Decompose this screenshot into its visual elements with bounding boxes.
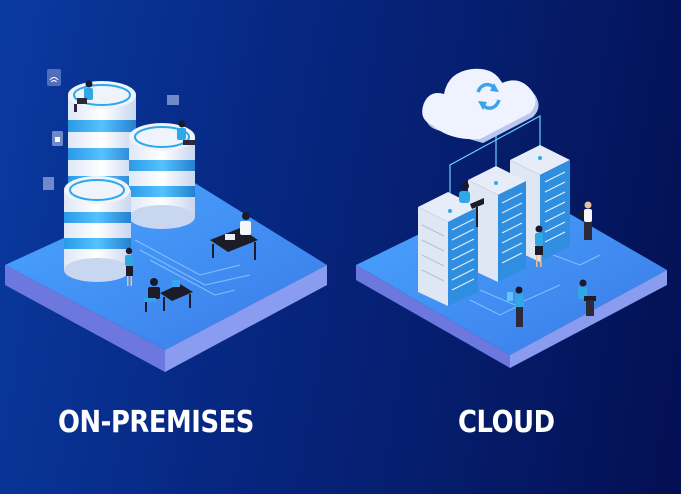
person-sitting-laptop-icon — [578, 279, 596, 316]
person-at-desk-icon — [210, 212, 258, 260]
cloud-label: CLOUD — [458, 405, 555, 440]
lock-icon — [52, 131, 63, 146]
wifi-icon — [47, 69, 61, 86]
on-premises-scene — [5, 69, 327, 372]
person-standing-icon — [125, 247, 133, 286]
person-sitting-laptop-icon — [74, 80, 93, 112]
person-sitting-laptop-icon — [177, 120, 195, 145]
on-premises-label: ON-PREMISES — [58, 405, 254, 440]
mail-icon — [43, 177, 54, 190]
database-stack-icon — [64, 176, 131, 282]
circuit-lines — [134, 239, 251, 296]
mail-icon — [167, 95, 179, 105]
person-with-tablet-icon — [507, 286, 524, 327]
person-standing-tablet-icon — [580, 201, 592, 240]
person-at-computer-icon — [144, 278, 193, 312]
cloud-sync-icon — [422, 68, 539, 143]
person-standing-icon — [535, 225, 543, 267]
cloud-scene — [356, 68, 667, 368]
person-sitting-laptop-icon — [459, 182, 484, 227]
server-rack-icon — [418, 192, 478, 306]
